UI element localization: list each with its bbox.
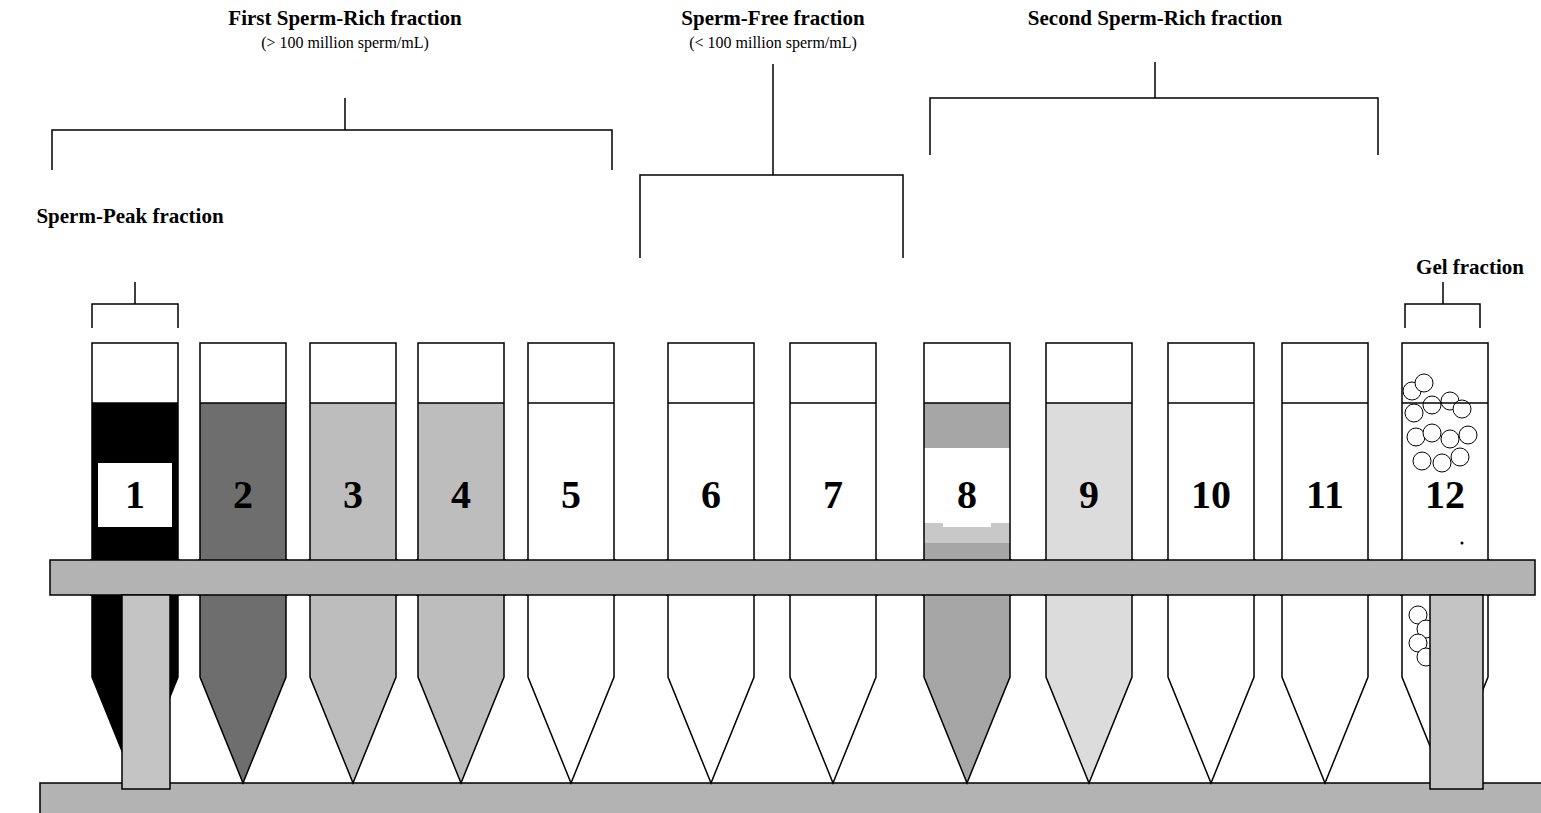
- sample-tube: 10: [1168, 343, 1254, 783]
- tube-number: 11: [1306, 475, 1344, 515]
- tube-number: 8: [943, 463, 991, 527]
- tube-number: 9: [1079, 475, 1099, 515]
- sample-tube: 4: [418, 343, 504, 783]
- tube-number: 12: [1425, 475, 1465, 515]
- sample-tube: 7: [790, 343, 876, 783]
- sample-tube: 5: [528, 343, 614, 783]
- tube-number: 1: [98, 463, 172, 527]
- tube-number: 10: [1191, 475, 1231, 515]
- concentration-note: (> 100 million sperm/mL): [261, 34, 429, 52]
- fraction-heading: Sperm-Peak fraction: [36, 204, 223, 228]
- tube-outline: [1280, 343, 1370, 783]
- tube-number: 2: [233, 475, 253, 515]
- sample-tube: 3: [310, 343, 396, 783]
- tube-outline: [198, 343, 288, 783]
- fraction-heading: Second Sperm-Rich fraction: [1028, 6, 1282, 30]
- tube-outline: [416, 343, 506, 783]
- tube-outline: [90, 343, 180, 783]
- tube-number: 6: [701, 475, 721, 515]
- tube-number: 3: [343, 475, 363, 515]
- tube-outline: [1044, 343, 1134, 783]
- fraction-heading: First Sperm-Rich fraction: [228, 6, 461, 30]
- tube-number: 4: [451, 475, 471, 515]
- sample-tube: 1: [92, 343, 178, 783]
- tube-number: 5: [561, 475, 581, 515]
- tube-outline: [788, 343, 878, 783]
- sample-tube: 2: [200, 343, 286, 783]
- sample-tube: 12: [1402, 343, 1488, 783]
- fraction-heading: Gel fraction: [1416, 255, 1524, 279]
- tube-outline: [308, 343, 398, 783]
- sample-tube: 6: [668, 343, 754, 783]
- sample-tube: 11: [1282, 343, 1368, 783]
- sample-tube: 9: [1046, 343, 1132, 783]
- tube-outline: [526, 343, 616, 783]
- tube-outline: [666, 343, 756, 783]
- tube-number: 7: [823, 475, 843, 515]
- fraction-heading: Sperm-Free fraction: [681, 6, 864, 30]
- sample-tube: 8: [924, 343, 1010, 783]
- tube-outline: [922, 343, 1012, 783]
- concentration-note: (< 100 million sperm/mL): [689, 34, 857, 52]
- tube-outline: [1400, 343, 1490, 783]
- tube-outline: [1166, 343, 1256, 783]
